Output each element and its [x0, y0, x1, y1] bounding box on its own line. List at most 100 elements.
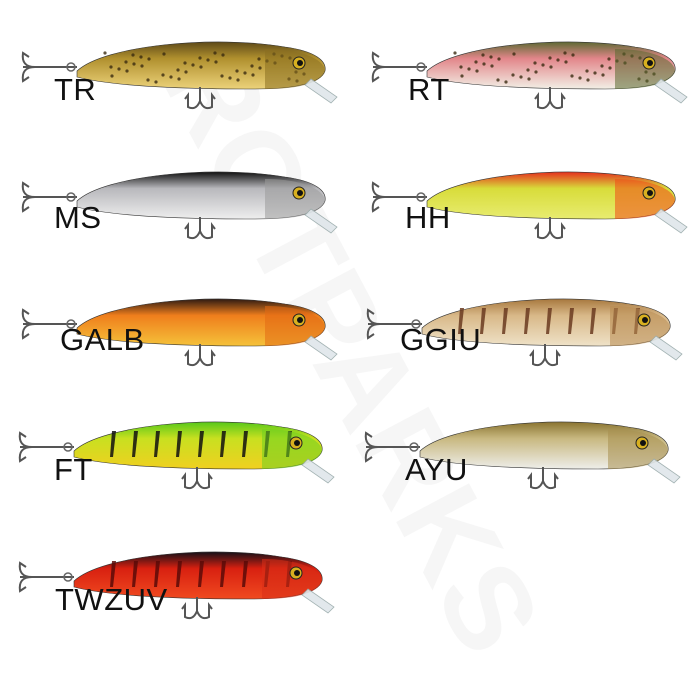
- split-ring: [63, 572, 73, 582]
- split-ring: [66, 192, 76, 202]
- split-ring: [416, 62, 426, 72]
- lure-spot: [146, 78, 150, 82]
- lure-ayu: [358, 385, 688, 495]
- lure-spot: [593, 71, 597, 75]
- lure-spot: [556, 58, 560, 62]
- lure-bar: [154, 431, 160, 457]
- lure-spot: [482, 62, 486, 66]
- rear-treble-hook: [18, 561, 74, 593]
- belly-treble-hook: [529, 344, 561, 367]
- lure-spot: [607, 57, 611, 61]
- lure-pupil: [297, 317, 303, 323]
- lure-pupil: [297, 60, 303, 66]
- lure-spot: [481, 53, 485, 57]
- lure-lip: [304, 78, 338, 104]
- lure-lip: [304, 335, 338, 361]
- lure-spot: [490, 64, 494, 68]
- lure-spot: [570, 74, 574, 78]
- lure-spot: [206, 58, 210, 62]
- lure-bar: [242, 431, 248, 457]
- rear-treble-hook: [18, 431, 74, 463]
- label-hh: HH: [405, 200, 451, 235]
- lure-bar: [242, 561, 248, 587]
- lure-bar: [568, 308, 574, 334]
- lure-rt: [365, 5, 695, 115]
- rear-treble-hook: [364, 431, 420, 463]
- split-ring: [63, 442, 73, 452]
- rear-treble-hook: [371, 181, 427, 213]
- lure-bar: [198, 431, 204, 457]
- lure-bar: [590, 308, 596, 334]
- split-ring: [416, 192, 426, 202]
- lure-spot: [176, 68, 180, 72]
- lure-pupil: [294, 440, 300, 446]
- lure-head: [265, 306, 325, 346]
- lure-pupil: [647, 190, 653, 196]
- lure-spot: [526, 68, 530, 72]
- lure-pupil: [647, 60, 653, 66]
- lure-spot: [496, 78, 500, 82]
- lure-spot: [527, 77, 531, 81]
- lure-spot: [475, 69, 479, 73]
- lure-bar: [132, 561, 138, 587]
- lure-twzuv: [12, 515, 342, 625]
- lure-spot: [131, 53, 135, 57]
- lure-spot: [154, 80, 158, 84]
- lure-spot: [169, 75, 173, 79]
- lure-pupil: [642, 317, 648, 323]
- label-ms: MS: [54, 200, 102, 235]
- lure-spot: [489, 55, 493, 59]
- belly-treble-hook: [181, 597, 213, 620]
- lure-tr: [15, 5, 345, 115]
- lure-spot: [578, 76, 582, 80]
- lure-spot: [103, 51, 107, 55]
- lure-bar: [220, 431, 226, 457]
- lure-spot: [497, 57, 501, 61]
- label-galb: GALB: [60, 322, 145, 357]
- lure-spot: [236, 78, 240, 82]
- lure-pupil: [294, 570, 300, 576]
- split-ring: [66, 319, 76, 329]
- lure-bar: [154, 561, 160, 587]
- lure-spot: [533, 61, 537, 65]
- lure-spot: [511, 73, 515, 77]
- lure-spot: [184, 70, 188, 74]
- split-ring: [411, 319, 421, 329]
- lure-bar: [110, 431, 116, 457]
- lure-lip: [654, 208, 688, 234]
- lure-spot: [459, 65, 463, 69]
- lure-spot: [251, 73, 255, 77]
- label-ggiu: GGIU: [400, 322, 482, 357]
- lure-head: [262, 559, 322, 599]
- lure-spot: [474, 60, 478, 64]
- belly-treble-hook: [534, 217, 566, 240]
- lure-lip: [654, 78, 688, 104]
- lure-spot: [147, 57, 151, 61]
- lure-head: [610, 306, 670, 346]
- lure-spot: [183, 61, 187, 65]
- lure-bar: [176, 431, 182, 457]
- lure-head: [615, 179, 675, 219]
- lure-spot: [140, 64, 144, 68]
- lure-spot: [541, 63, 545, 67]
- lure-spot: [453, 51, 457, 55]
- lure-galb: [15, 262, 345, 372]
- lure-spot: [250, 64, 254, 68]
- lure-lip: [647, 458, 681, 484]
- lure-spot: [549, 65, 553, 69]
- belly-treble-hook: [534, 87, 566, 110]
- rear-treble-hook: [21, 181, 77, 213]
- rear-treble-hook: [21, 308, 77, 340]
- belly-treble-hook: [184, 217, 216, 240]
- lure-ggiu: [360, 262, 690, 372]
- lure-bar: [524, 308, 530, 334]
- lure-spot: [467, 67, 471, 71]
- lure-spot: [257, 57, 261, 61]
- lure-spot: [608, 66, 612, 70]
- belly-treble-hook: [184, 344, 216, 367]
- lure-lip: [301, 458, 335, 484]
- rear-treble-hook: [366, 308, 422, 340]
- lure-spot: [125, 69, 129, 73]
- belly-treble-hook: [181, 467, 213, 490]
